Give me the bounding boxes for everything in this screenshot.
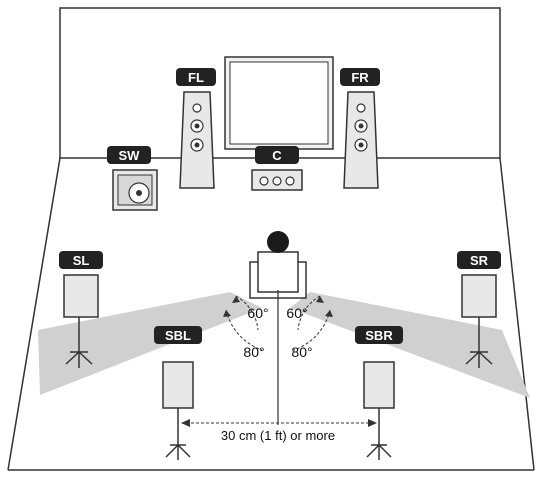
distance-note-bg [210,427,346,443]
label-sr: SR [457,251,501,269]
label-sl: SL [59,251,103,269]
speaker-center [251,169,303,191]
label-sbr-text: SBR [365,328,393,343]
label-fr: FR [340,68,380,86]
angle-back-right: 80° [291,344,312,360]
label-sbl-text: SBL [165,328,191,343]
speaker-fr [343,91,379,189]
speaker-stand-base-icon [366,444,392,460]
speaker-subwoofer [112,169,158,211]
label-sw-text: SW [119,148,141,163]
label-sbl: SBL [154,326,202,344]
label-sbr: SBR [355,326,403,344]
speaker-stand-base-icon [165,444,191,460]
label-sr-text: SR [470,253,489,268]
angle-front-left: 60° [247,305,268,321]
label-sl-text: SL [73,253,90,268]
distance-arrow [181,419,377,427]
label-sw: SW [107,146,151,164]
label-fl: FL [176,68,216,86]
speaker-sbr [363,361,395,460]
speaker-sr [461,274,497,368]
arc-front-right [297,295,321,331]
speaker-sbl [162,361,194,460]
angle-arrowheads [223,296,333,317]
angle-back-left: 80° [243,344,264,360]
tv-screen-icon [224,56,334,150]
label-fl-text: FL [188,70,204,85]
angle-front-right: 60° [286,305,307,321]
label-fr-text: FR [351,70,369,85]
label-c-text: C [272,148,282,163]
room-right-edge [499,157,535,471]
left-zone-wedge [38,292,262,395]
room-left-edge [7,157,61,471]
label-c: C [255,146,299,164]
listening-zone [38,292,530,398]
distance-note: 30 cm (1 ft) or more [221,428,335,443]
speaker-stand-base-icon [65,351,93,368]
arc-front-left [235,295,259,331]
speaker-fl [179,91,215,189]
listener-head-icon [267,231,289,253]
right-zone-wedge [290,292,530,398]
speaker-stand-base-icon [465,351,493,368]
speaker-sl [63,274,99,368]
